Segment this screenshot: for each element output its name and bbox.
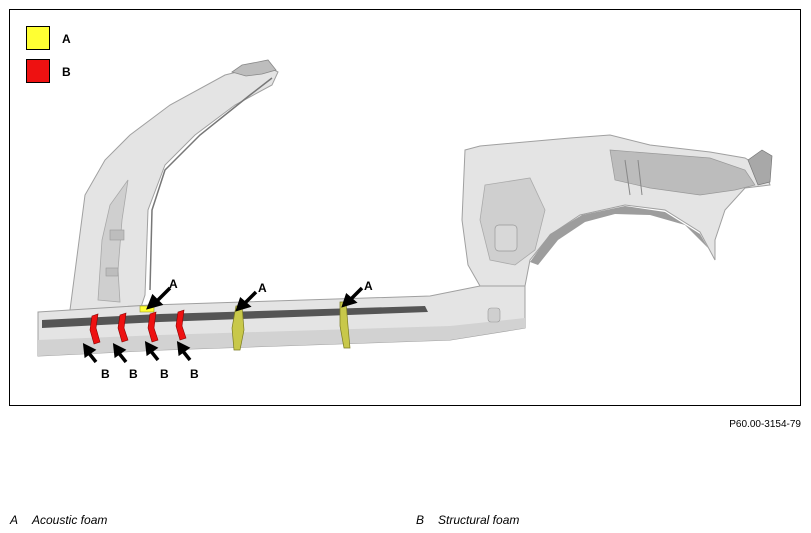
figure-frame: A B A A A B B B B: [9, 9, 801, 406]
legend-label-a: A: [62, 32, 71, 46]
rear-quarter-hole: [494, 224, 518, 252]
reference-code: P60.00-3154-79: [729, 419, 801, 430]
structural-foam-4: [175, 309, 187, 341]
a-pillar-hole: [109, 229, 125, 241]
legend-swatch-b: [26, 59, 50, 83]
caption-text-b: Structural foam: [438, 513, 520, 527]
sill-slot: [487, 307, 501, 323]
arrow-a-3: [341, 286, 364, 308]
legend-label-b: B: [62, 65, 71, 79]
rear-rib-1: [624, 159, 631, 196]
structural-foam-3: [147, 311, 159, 343]
callout-structural-2: B: [129, 367, 138, 381]
callout-acoustic-2: A: [258, 281, 267, 295]
rear-inner-panel: [609, 149, 756, 196]
callout-acoustic-1: A: [169, 277, 178, 291]
a-pillar-hole-2: [105, 267, 119, 277]
arrow-a-1: [146, 286, 172, 310]
sill-lower: [38, 318, 525, 356]
caption-key-b: B: [416, 513, 425, 527]
a-pillar-edge: [149, 77, 273, 291]
callout-structural-3: B: [160, 367, 169, 381]
arrow-b-1: [82, 342, 98, 364]
wheel-arch: [530, 206, 715, 265]
arrow-b-3: [144, 340, 160, 362]
arrow-b-4: [176, 340, 192, 362]
structural-foam-2: [117, 312, 129, 343]
a-pillar-inner: [97, 179, 129, 303]
callout-structural-4: B: [190, 367, 199, 381]
windshield-bracket: [231, 59, 277, 77]
caption-text-a: Acoustic foam: [32, 513, 108, 527]
body-side-diagram: [37, 59, 773, 364]
arrow-b-2: [112, 342, 128, 364]
rear-rib-2: [637, 159, 643, 196]
legend-swatch-a: [26, 26, 50, 50]
structural-foam-1: [89, 313, 101, 345]
rear-bracket: [747, 149, 773, 186]
callout-acoustic-3: A: [364, 279, 373, 293]
callout-structural-1: B: [101, 367, 110, 381]
caption-key-a: A: [10, 513, 19, 527]
a-pillar: [69, 64, 279, 311]
arrow-a-2: [235, 290, 258, 312]
